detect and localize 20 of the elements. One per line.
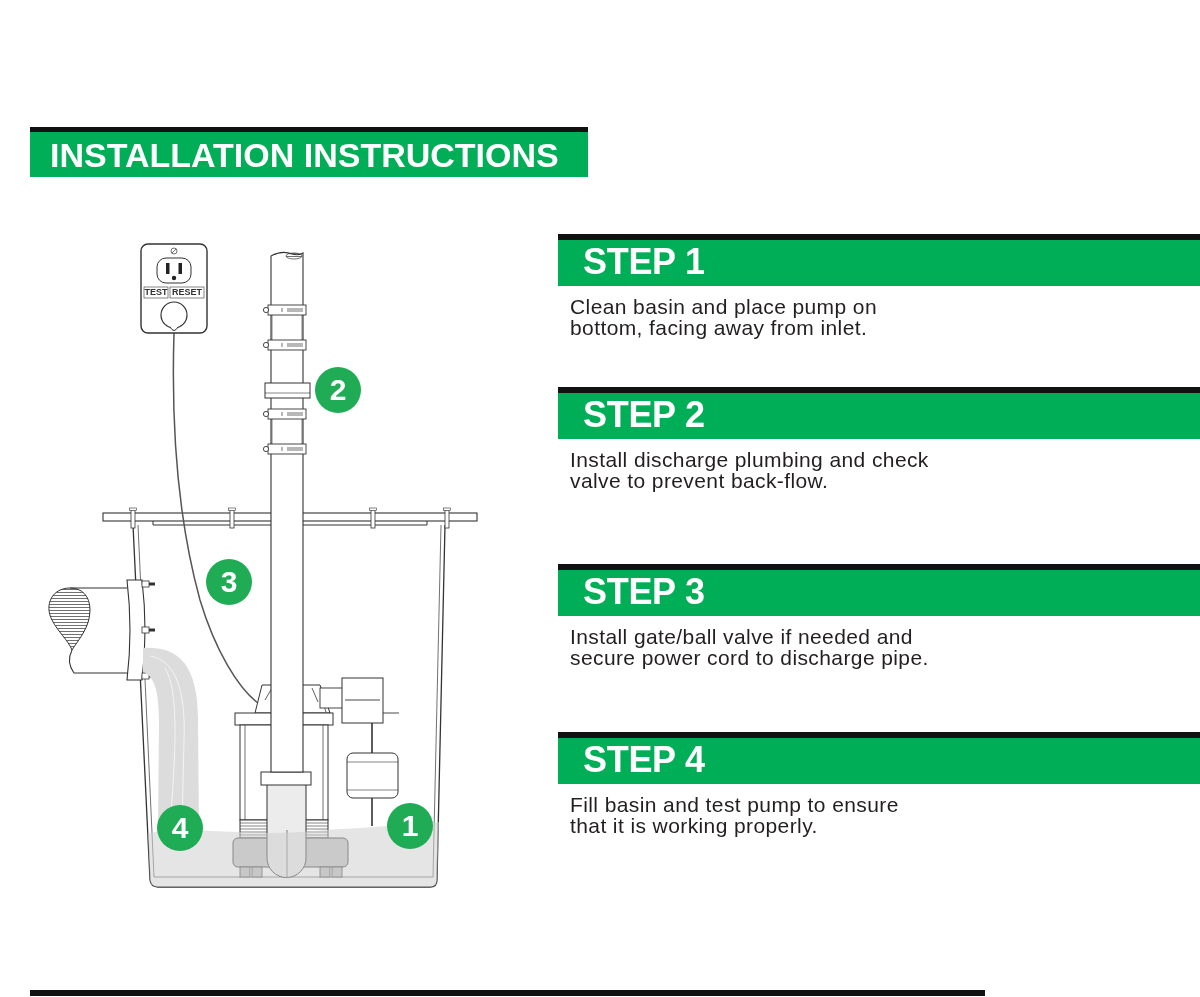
step-banner <box>558 564 1200 616</box>
step-banner <box>558 387 1200 439</box>
step-description: Clean basin and place pump on bottom, facing away from inlet. <box>570 296 878 338</box>
step-description: Install gate/ball valve if needed and secure power cord to discharge pipe. <box>570 626 930 668</box>
outlet-button-label: RESET <box>171 287 203 298</box>
step-description: Install discharge plumbing and check valve to prevent back-flow. <box>570 449 930 491</box>
callout-number: 3 <box>220 567 238 597</box>
callout-badge <box>315 367 361 413</box>
callout-number: 1 <box>401 811 419 841</box>
step-description: Fill basin and test pump to ensure that it is working properly. <box>570 794 900 836</box>
step-heading: STEP 2 <box>583 396 705 433</box>
outlet-button-label: TEST <box>144 287 168 298</box>
step-banner <box>558 732 1200 784</box>
page-title: INSTALLATION INSTRUCTIONS <box>50 137 559 172</box>
step-heading: STEP 1 <box>583 243 705 280</box>
callout-number: 2 <box>329 375 347 405</box>
step-heading: STEP 3 <box>583 573 705 610</box>
step-heading: STEP 4 <box>583 741 705 778</box>
step-banner <box>558 234 1200 286</box>
callout-number: 4 <box>171 813 189 843</box>
